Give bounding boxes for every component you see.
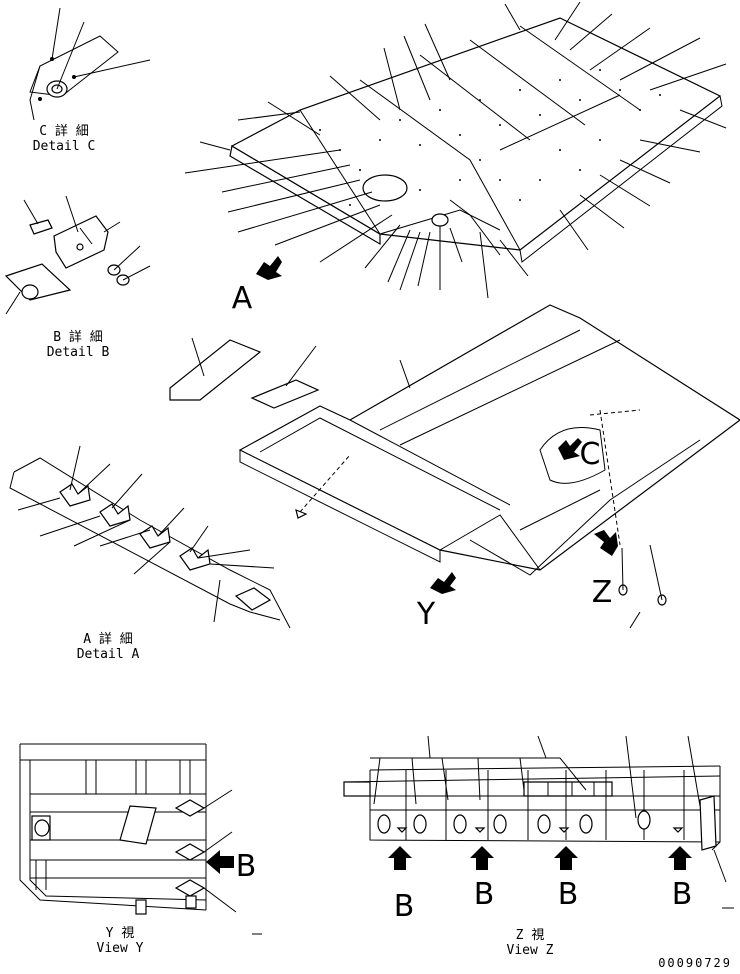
leader-lines-top xyxy=(184,1,727,299)
detail-a-en: Detail A xyxy=(76,647,140,662)
view-z-arrow-4 xyxy=(668,846,692,870)
detail-c-drawing xyxy=(29,7,151,121)
drawing-number: 00090729 xyxy=(658,956,732,970)
view-arrow-a xyxy=(256,256,282,280)
detail-b-jp: B 詳 細 xyxy=(53,330,103,345)
detail-a-caption: A 詳 細 Detail A xyxy=(77,632,140,662)
view-z-caption: Z 視 View Z xyxy=(507,928,554,958)
letter-z: Z xyxy=(591,575,613,610)
main-assembly-middle xyxy=(169,304,740,629)
detail-c-en: Detail C xyxy=(32,139,96,154)
view-z-drawing xyxy=(343,735,734,909)
view-y-en: View Y xyxy=(96,941,144,956)
view-z-jp: Z 視 xyxy=(515,928,545,943)
letter-a: A xyxy=(231,281,253,316)
view-arrow-y xyxy=(430,572,456,594)
view-y-drawing xyxy=(19,743,262,935)
hole-grid xyxy=(319,69,661,206)
detail-a-jp: A 詳 細 xyxy=(83,632,133,647)
detail-b-drawing xyxy=(4,195,151,315)
view-y-jp: Y 視 xyxy=(105,926,135,941)
view-z-holes xyxy=(377,810,684,834)
letter-b-view-z-4: B xyxy=(671,877,693,912)
letter-b-view-z-3: B xyxy=(557,877,579,912)
view-z-en: View Z xyxy=(506,943,554,958)
view-arrow-c xyxy=(558,438,582,460)
view-arrow-z xyxy=(594,530,618,556)
letter-b-view-y: B xyxy=(235,849,257,884)
detail-c-jp: C 詳 細 xyxy=(39,124,89,139)
view-y-arrow-b xyxy=(206,850,234,874)
view-z-arrow-2 xyxy=(470,846,494,870)
detail-b-caption: B 詳 細 Detail B xyxy=(47,330,110,360)
view-y-caption: Y 視 View Y xyxy=(97,926,144,956)
letter-b-view-z-1: B xyxy=(393,889,415,924)
letter-c: C xyxy=(579,437,601,472)
main-assembly-top xyxy=(184,1,727,299)
letter-b-view-z-2: B xyxy=(473,877,495,912)
detail-b-en: Detail B xyxy=(46,345,110,360)
letter-y: Y xyxy=(416,597,436,632)
detail-a-drawing xyxy=(9,445,291,629)
view-z-arrow-3 xyxy=(554,846,578,870)
view-z-arrow-1 xyxy=(388,846,412,870)
detail-c-caption: C 詳 細 Detail C xyxy=(33,124,96,154)
